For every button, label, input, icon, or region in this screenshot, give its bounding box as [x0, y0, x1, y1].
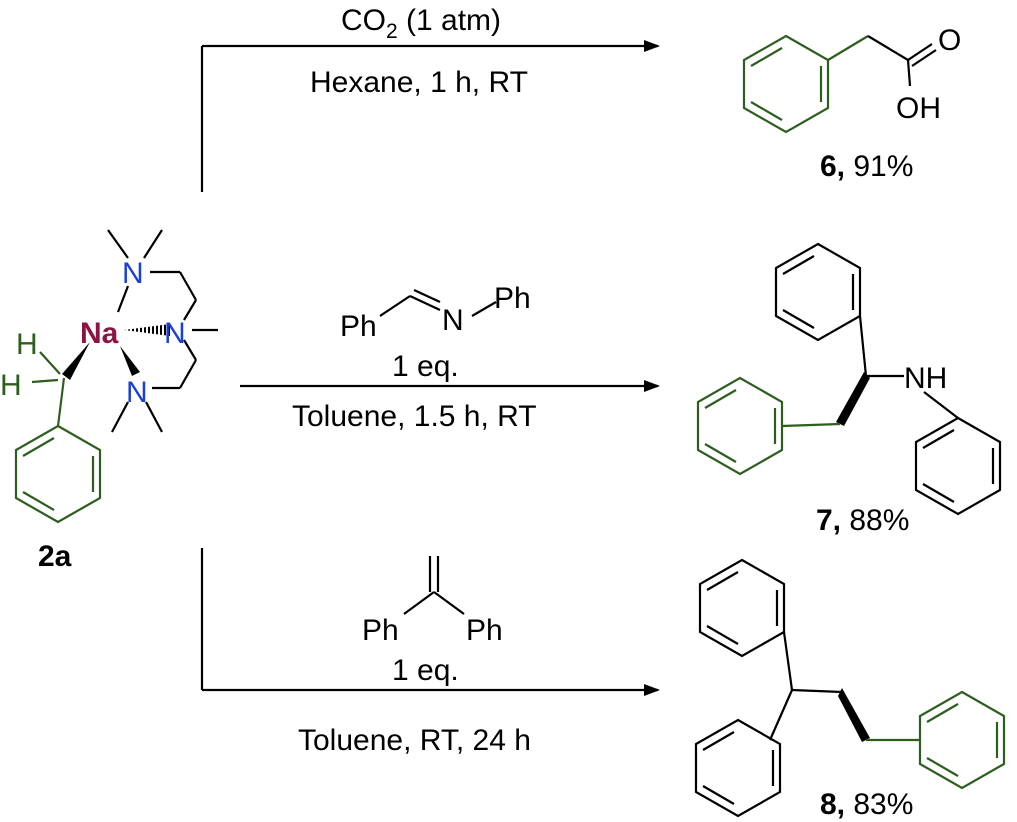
- reaction-3-conditions: Ph Ph 1 eq. Toluene, RT, 24 h: [298, 556, 531, 757]
- phenyl-ring: [774, 242, 904, 378]
- atom-n-top: N: [122, 257, 144, 290]
- product-7: NH 7, 88%: [696, 242, 1002, 537]
- wedge-bond: [838, 688, 870, 742]
- atom-n-middle: N: [164, 317, 186, 350]
- imine-structure: [379, 289, 497, 317]
- wedge-bond: [62, 342, 90, 380]
- reagent-2a: N Na N N H H 2a: [0, 229, 218, 573]
- atom-n-bottom: N: [126, 376, 148, 409]
- hashed-bond: [124, 324, 170, 336]
- conditions-text: Toluene, RT, 24 h: [298, 724, 531, 757]
- atom-na: Na: [80, 317, 119, 350]
- product-label-8: 8, 83%: [820, 788, 913, 821]
- imine-ph-right: Ph: [494, 282, 531, 315]
- compound-label-2a: 2a: [38, 540, 72, 573]
- benzyl-group: [14, 351, 102, 524]
- n-phenyl-ring: [914, 391, 1002, 516]
- reaction-1-conditions: CO2 (1 atm) Hexane, 1 h, RT: [310, 4, 528, 99]
- reagent-co2: CO2 (1 atm): [341, 4, 501, 43]
- phenyl-ring: [742, 34, 869, 134]
- phenyl-ring: [694, 718, 782, 818]
- equivalents-text: 1 eq.: [392, 350, 459, 383]
- benzyl-phenyl-ring: [866, 690, 1006, 790]
- conditions-text: Hexane, 1 h, RT: [310, 66, 528, 99]
- product-6: O OH 6, 91%: [742, 24, 961, 183]
- imine-n: N: [442, 304, 464, 337]
- product-8: 8, 83%: [694, 558, 1006, 821]
- carboxyl-group: [867, 35, 937, 87]
- imine-ph-left: Ph: [340, 310, 377, 343]
- phenyl-ring: [698, 558, 843, 741]
- alkene-ph-right: Ph: [466, 614, 503, 647]
- benzyl-phenyl-ring: [696, 376, 841, 476]
- reaction-2-conditions: Ph N Ph 1 eq. Toluene, 1.5 h, RT: [292, 282, 537, 433]
- amine-ligand: [107, 229, 218, 433]
- atom-h-lower: H: [0, 369, 22, 402]
- wedge-bond: [836, 372, 870, 426]
- alkene-ph-left: Ph: [362, 614, 399, 647]
- product-label-6: 6, 91%: [820, 150, 913, 183]
- atom-o: O: [938, 24, 961, 57]
- atom-nh: NH: [904, 362, 947, 395]
- alkene-structure: [403, 556, 465, 615]
- conditions-text: Toluene, 1.5 h, RT: [292, 400, 537, 433]
- atom-h-upper: H: [16, 328, 38, 361]
- wedge-bond: [120, 346, 140, 376]
- product-label-7: 7, 88%: [816, 504, 909, 537]
- atom-oh: OH: [896, 92, 941, 125]
- reaction-arrows: [200, 40, 660, 696]
- equivalents-text: 1 eq.: [392, 654, 459, 687]
